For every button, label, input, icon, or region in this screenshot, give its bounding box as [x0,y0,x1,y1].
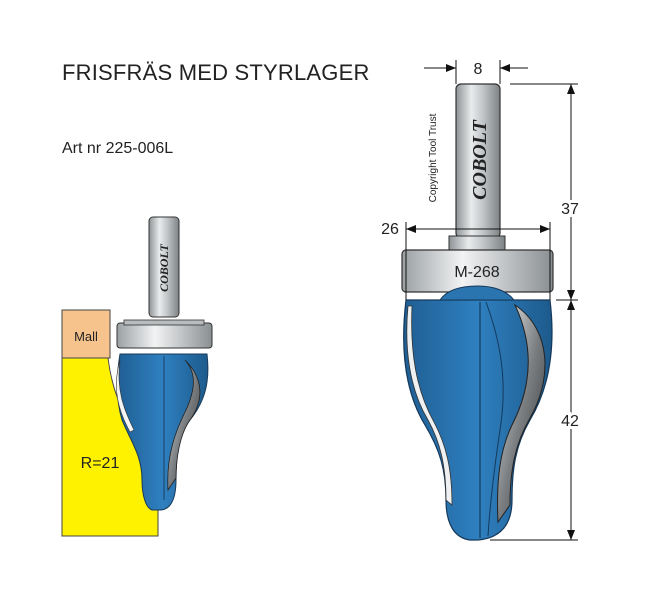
shank-length-label: 37 [561,201,579,218]
copyright-text: Copyright Tool Trust [428,113,439,202]
cutter-blade [497,303,546,524]
brand-text: COBOLT [469,119,491,199]
radius-label: R=21 [81,455,120,472]
dimension-heights: 37 42 [490,83,582,541]
template-block [61,309,111,359]
cutter-body [403,299,553,541]
cutting-height-label: 42 [561,413,579,430]
small-bearing [116,322,213,349]
usage-illustration: Mall R=21 COBOLT [61,216,213,537]
dimension-cutting-diameter: 26 [381,221,551,300]
router-bit-drawing: COBOLT Copyright Tool Trust M-268 [381,60,582,541]
cutting-diameter-label: 26 [381,221,399,238]
article-number: Art nr 225-006L [62,140,174,157]
template-label: Mall [74,329,98,344]
shank-diameter-label: 8 [474,61,483,78]
small-brand-text: COBOLT [157,243,171,291]
dimension-shank-diameter: 8 [424,60,528,84]
shank-collar [448,235,506,251]
page-title: FRISFRÄS MED STYRLAGER [62,60,370,85]
bearing-model-label: M-268 [454,264,499,281]
small-shank [148,216,180,318]
